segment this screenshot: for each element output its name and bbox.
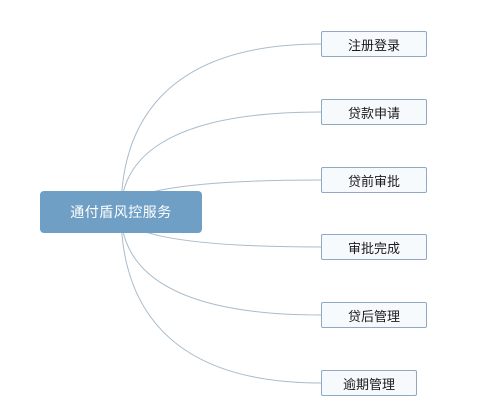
connector-line xyxy=(120,211,322,384)
branch-node-label: 逾期管理 xyxy=(342,377,395,393)
branch-node-loan-apply[interactable]: 贷款申请 xyxy=(321,99,427,125)
branch-node-label: 审批完成 xyxy=(347,241,400,257)
root-node-label: 通付盾风控服务 xyxy=(70,205,172,221)
root-node[interactable]: 通付盾风控服务 xyxy=(40,191,202,233)
branch-node-label: 贷前审批 xyxy=(347,174,400,190)
branch-node-label: 贷后管理 xyxy=(347,309,400,325)
branch-node-approval-done[interactable]: 审批完成 xyxy=(321,234,427,260)
branch-node-overdue[interactable]: 逾期管理 xyxy=(321,370,417,396)
branch-node-register[interactable]: 注册登录 xyxy=(321,31,427,57)
branch-node-post-loan[interactable]: 贷后管理 xyxy=(321,302,427,328)
branch-node-label: 注册登录 xyxy=(347,38,400,54)
branch-node-pre-loan[interactable]: 贷前审批 xyxy=(321,167,427,193)
branch-node-label: 贷款申请 xyxy=(347,106,400,122)
connector-line xyxy=(120,43,322,213)
